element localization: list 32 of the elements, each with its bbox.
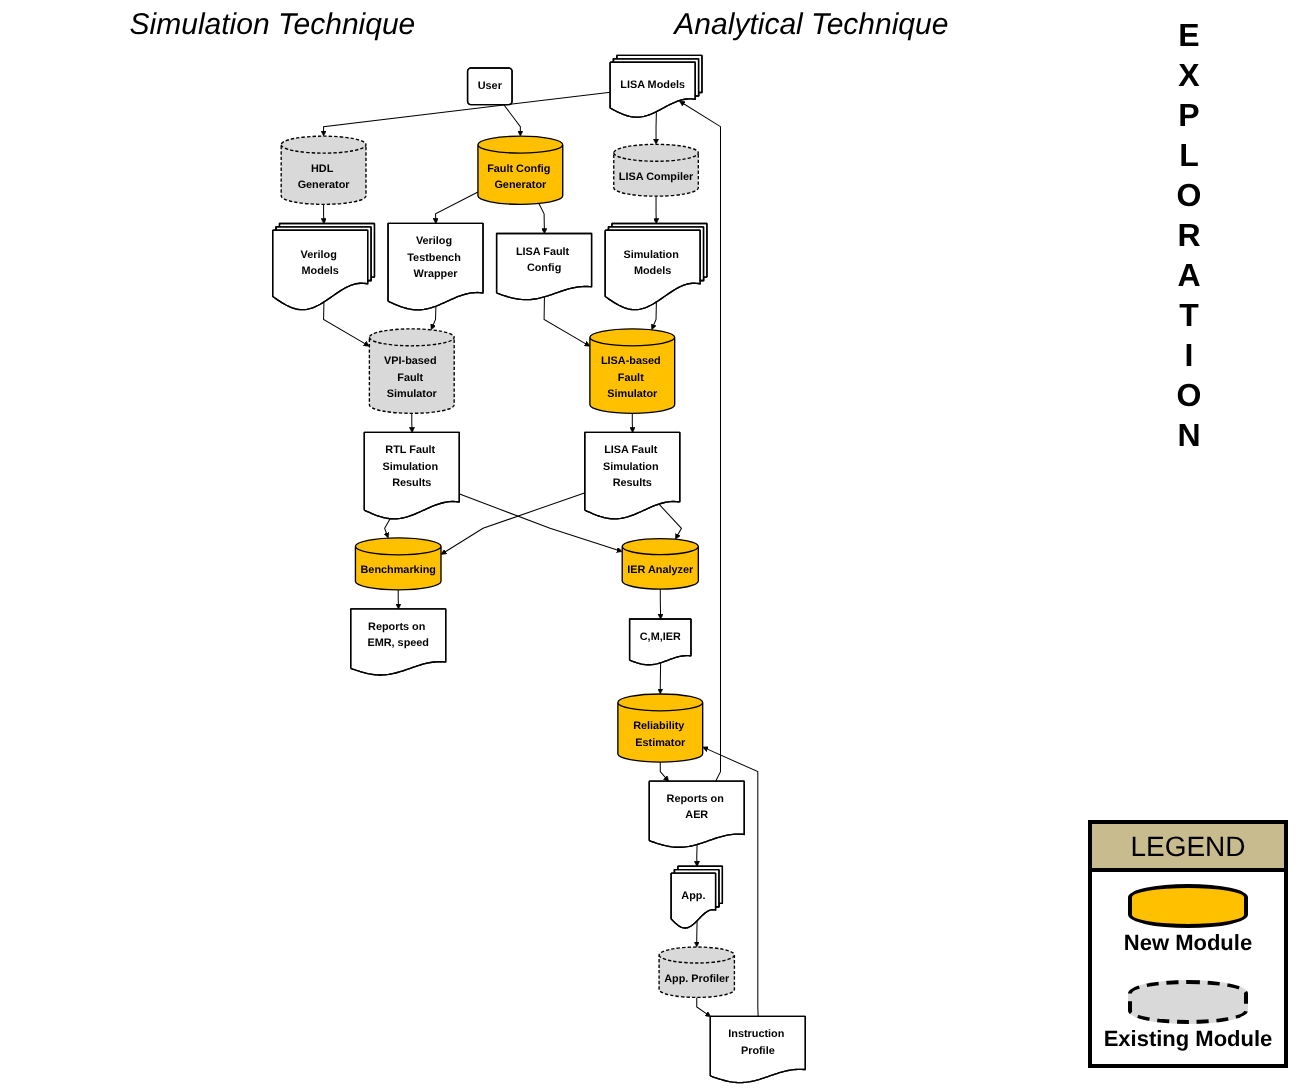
arrow [430, 306, 437, 331]
arrow [657, 588, 664, 620]
arrow [503, 104, 524, 137]
arrow [702, 746, 759, 1018]
arrow [629, 412, 636, 433]
arrow [320, 203, 327, 225]
arrow [696, 996, 711, 1018]
arrow [653, 195, 660, 225]
arrow [659, 761, 670, 782]
arrow [543, 296, 591, 347]
arrow [395, 589, 402, 610]
section-heading: Analytical Technique [674, 8, 949, 42]
arrow [408, 412, 415, 433]
legend-heading: LEGEND [1092, 824, 1284, 872]
arrow [693, 844, 700, 867]
arrow [440, 492, 586, 555]
exploration-label: EXPLORATION [1170, 20, 1206, 460]
arrow [657, 662, 664, 695]
arrow [679, 100, 721, 782]
arrow [653, 111, 659, 145]
arrow [320, 91, 611, 137]
arrow [323, 302, 370, 347]
legend-text: Existing Module [1103, 1028, 1273, 1052]
arrow [432, 191, 479, 224]
arrow [658, 503, 683, 540]
arrow [459, 493, 623, 553]
arrow [651, 302, 657, 331]
arrow [383, 518, 391, 539]
section-heading: Simulation Technique [129, 8, 416, 42]
arrow [693, 920, 700, 948]
arrow [538, 203, 548, 235]
legend-text: New Module [1123, 932, 1253, 956]
